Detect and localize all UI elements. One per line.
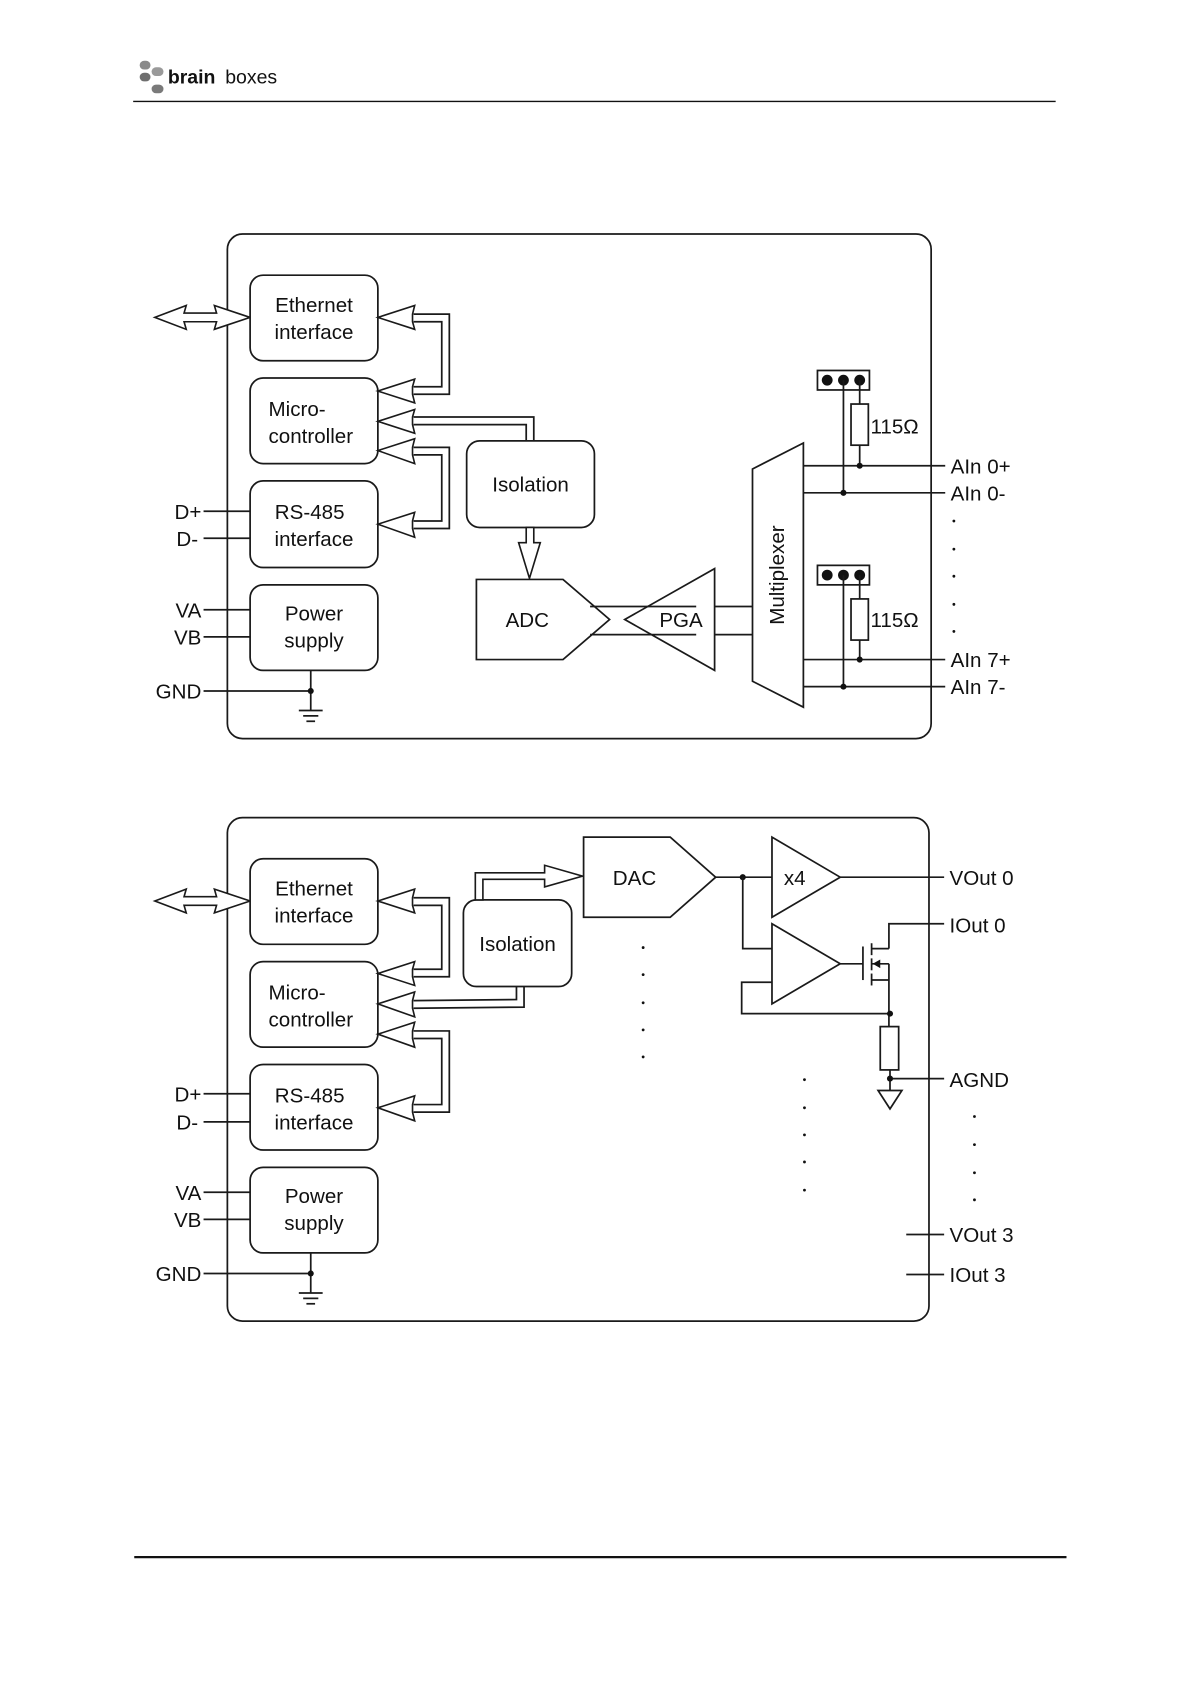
power-supply-block: Power supply [250,1167,378,1253]
multiplexer-label: Multiplexer [766,525,789,625]
logo-text-bold: brain [168,67,216,89]
pin-label-ain0-plus: AIn 0+ [951,455,1011,478]
gain-label: x4 [784,867,806,890]
logo-text-light: boxes [225,67,277,89]
pin-label-ain0-minus: AIn 0- [951,482,1006,505]
pin-label-vout3: VOut 3 [950,1224,1014,1247]
pin-label-d-minus: D- [176,1111,198,1134]
rs485-interface-block: RS-485 interface [250,481,378,568]
isolation-label: Isolation [492,474,569,497]
pin-label-iout0: IOut 0 [950,914,1006,937]
pin-label-va: VA [175,599,201,622]
ellipsis-dots [952,520,955,633]
resistor-icon [851,599,868,640]
pin-label-d-plus: D+ [175,501,202,524]
pin-label-agnd: AGND [950,1069,1009,1092]
pin-label-gnd: GND [156,1263,202,1286]
pin-label-vb: VB [174,626,201,649]
pin-label-iout3: IOut 3 [950,1264,1006,1287]
power-supply-block: Power supply [250,585,378,671]
rs485-label-line1: RS-485 [275,501,345,524]
isolation-block: Isolation [467,441,595,528]
resistor-icon [880,1027,898,1070]
pin-label-vout0: VOut 0 [950,867,1014,890]
pga-label: PGA [659,609,703,632]
adc-label: ADC [506,609,550,632]
resistor-value-label: 115Ω [871,609,919,632]
logo-mark-icon [140,61,164,93]
power-label-line1: Power [285,1185,343,1208]
pin-label-va: VA [175,1182,201,1205]
rs485-label-line1: RS-485 [275,1084,345,1107]
isolation-label: Isolation [479,933,556,956]
ethernet-label-line1: Ethernet [275,878,353,901]
analog-output-block-diagram: Ethernet interface Micro- controller RS-… [155,818,1014,1321]
rs485-interface-block: RS-485 interface [250,1065,378,1151]
ethernet-label-line2: interface [275,321,354,344]
microcontroller-block: Micro- controller [250,962,378,1048]
dac-label: DAC [613,867,657,890]
multiplexer-block: Multiplexer [752,443,803,707]
pin-label-vb: VB [174,1209,201,1232]
micro-label-line1: Micro- [269,398,326,421]
pin-label-ain7-plus: AIn 7+ [951,649,1011,672]
power-label-line2: supply [284,630,344,653]
power-label-line2: supply [284,1212,344,1235]
rs485-label-line2: interface [275,1111,354,1134]
isolation-block: Isolation [463,900,571,987]
ethernet-interface-block: Ethernet interface [250,275,378,361]
pin-label-gnd: GND [156,681,202,704]
rs485-label-line2: interface [275,528,354,551]
resistor-value-label: 115Ω [871,415,919,438]
ethernet-label-line2: interface [275,905,354,928]
micro-label-line2: controller [269,1009,354,1032]
brainboxes-logo: brain boxes [140,61,278,93]
resistor-icon [851,404,868,445]
pin-label-ain7-minus: AIn 7- [951,676,1006,699]
power-label-line1: Power [285,603,343,626]
pin-label-d-minus: D- [176,528,198,551]
pin-label-d-plus: D+ [175,1083,202,1106]
microcontroller-block: Micro- controller [250,378,378,464]
ethernet-interface-block: Ethernet interface [250,859,378,945]
micro-label-line1: Micro- [269,982,326,1005]
micro-label-line2: controller [269,425,354,448]
ethernet-label-line1: Ethernet [275,294,353,317]
analog-input-block-diagram: Ethernet interface Micro- controller RS-… [155,234,1011,739]
